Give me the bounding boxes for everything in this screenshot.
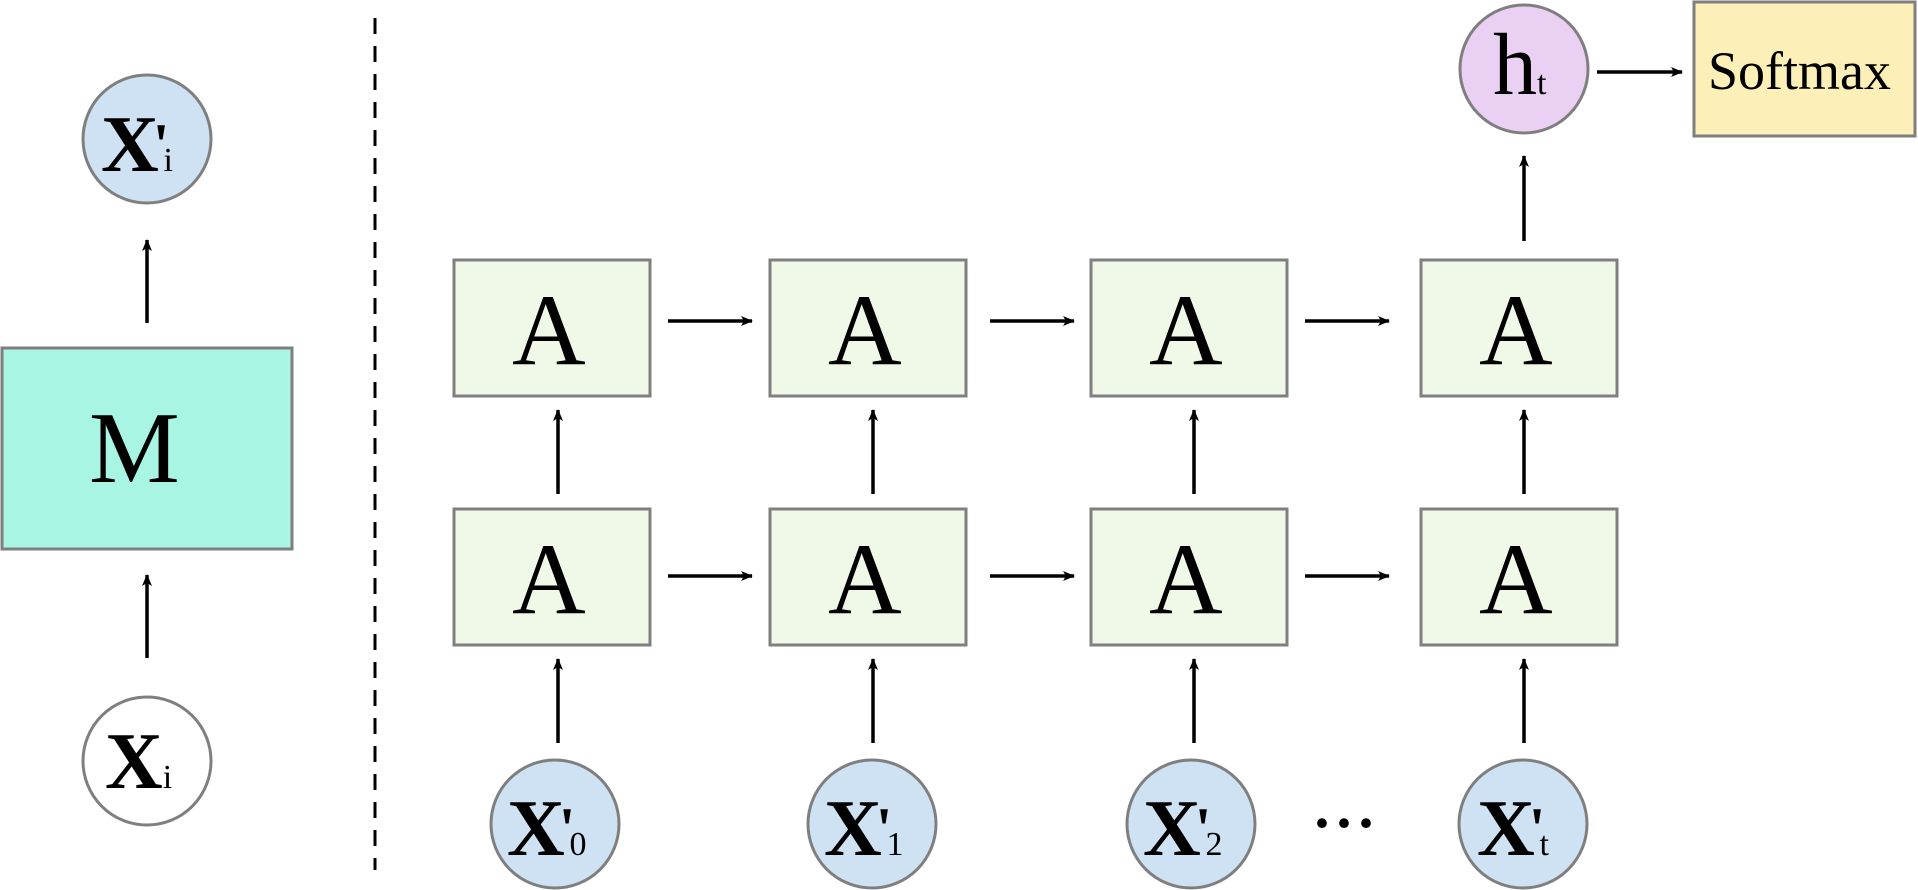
model-box-label: M [89,392,180,505]
input-node-0 [489,758,621,890]
cell-bottom-1 [768,507,968,647]
cell-bottom-0 [452,507,652,647]
cell-top-2-label: A [1149,274,1223,387]
cell-bottom-3-label: A [1479,523,1553,636]
cell-bottom-3 [1419,507,1619,647]
model-box-m [0,346,294,551]
input-node-xi-label: Xi [105,718,173,806]
cell-bottom-2-label: A [1149,523,1223,636]
ellipsis: ··· [1312,790,1379,856]
cell-top-1-label: A [828,274,902,387]
hidden-node-ht-label: ht [1493,17,1547,114]
cell-top-0 [452,258,652,398]
cell-top-2 [1089,258,1289,398]
cell-bottom-0-label: A [512,523,586,636]
cell-top-1 [768,258,968,398]
input-node-2 [1125,758,1257,890]
cell-top-0-label: A [512,274,586,387]
input-node-xi [81,695,213,827]
hidden-node-ht [1458,3,1590,135]
output-node-xi-prime-label: X'i [101,101,173,189]
input-node-t-label: X't [1477,785,1549,873]
input-node-0-label: X'0 [507,785,587,873]
output-node-xi-prime [81,73,213,205]
cell-bottom-2 [1089,507,1289,647]
input-node-2-label: X'2 [1143,785,1223,873]
cell-top-3 [1419,258,1619,398]
input-node-1 [806,758,938,890]
cell-bottom-1-label: A [828,523,902,636]
softmax-label: Softmax [1708,41,1891,101]
softmax-box [1692,0,1917,138]
input-node-t [1457,758,1589,890]
cell-top-3-label: A [1479,274,1553,387]
input-node-1-label: X'1 [824,785,904,873]
